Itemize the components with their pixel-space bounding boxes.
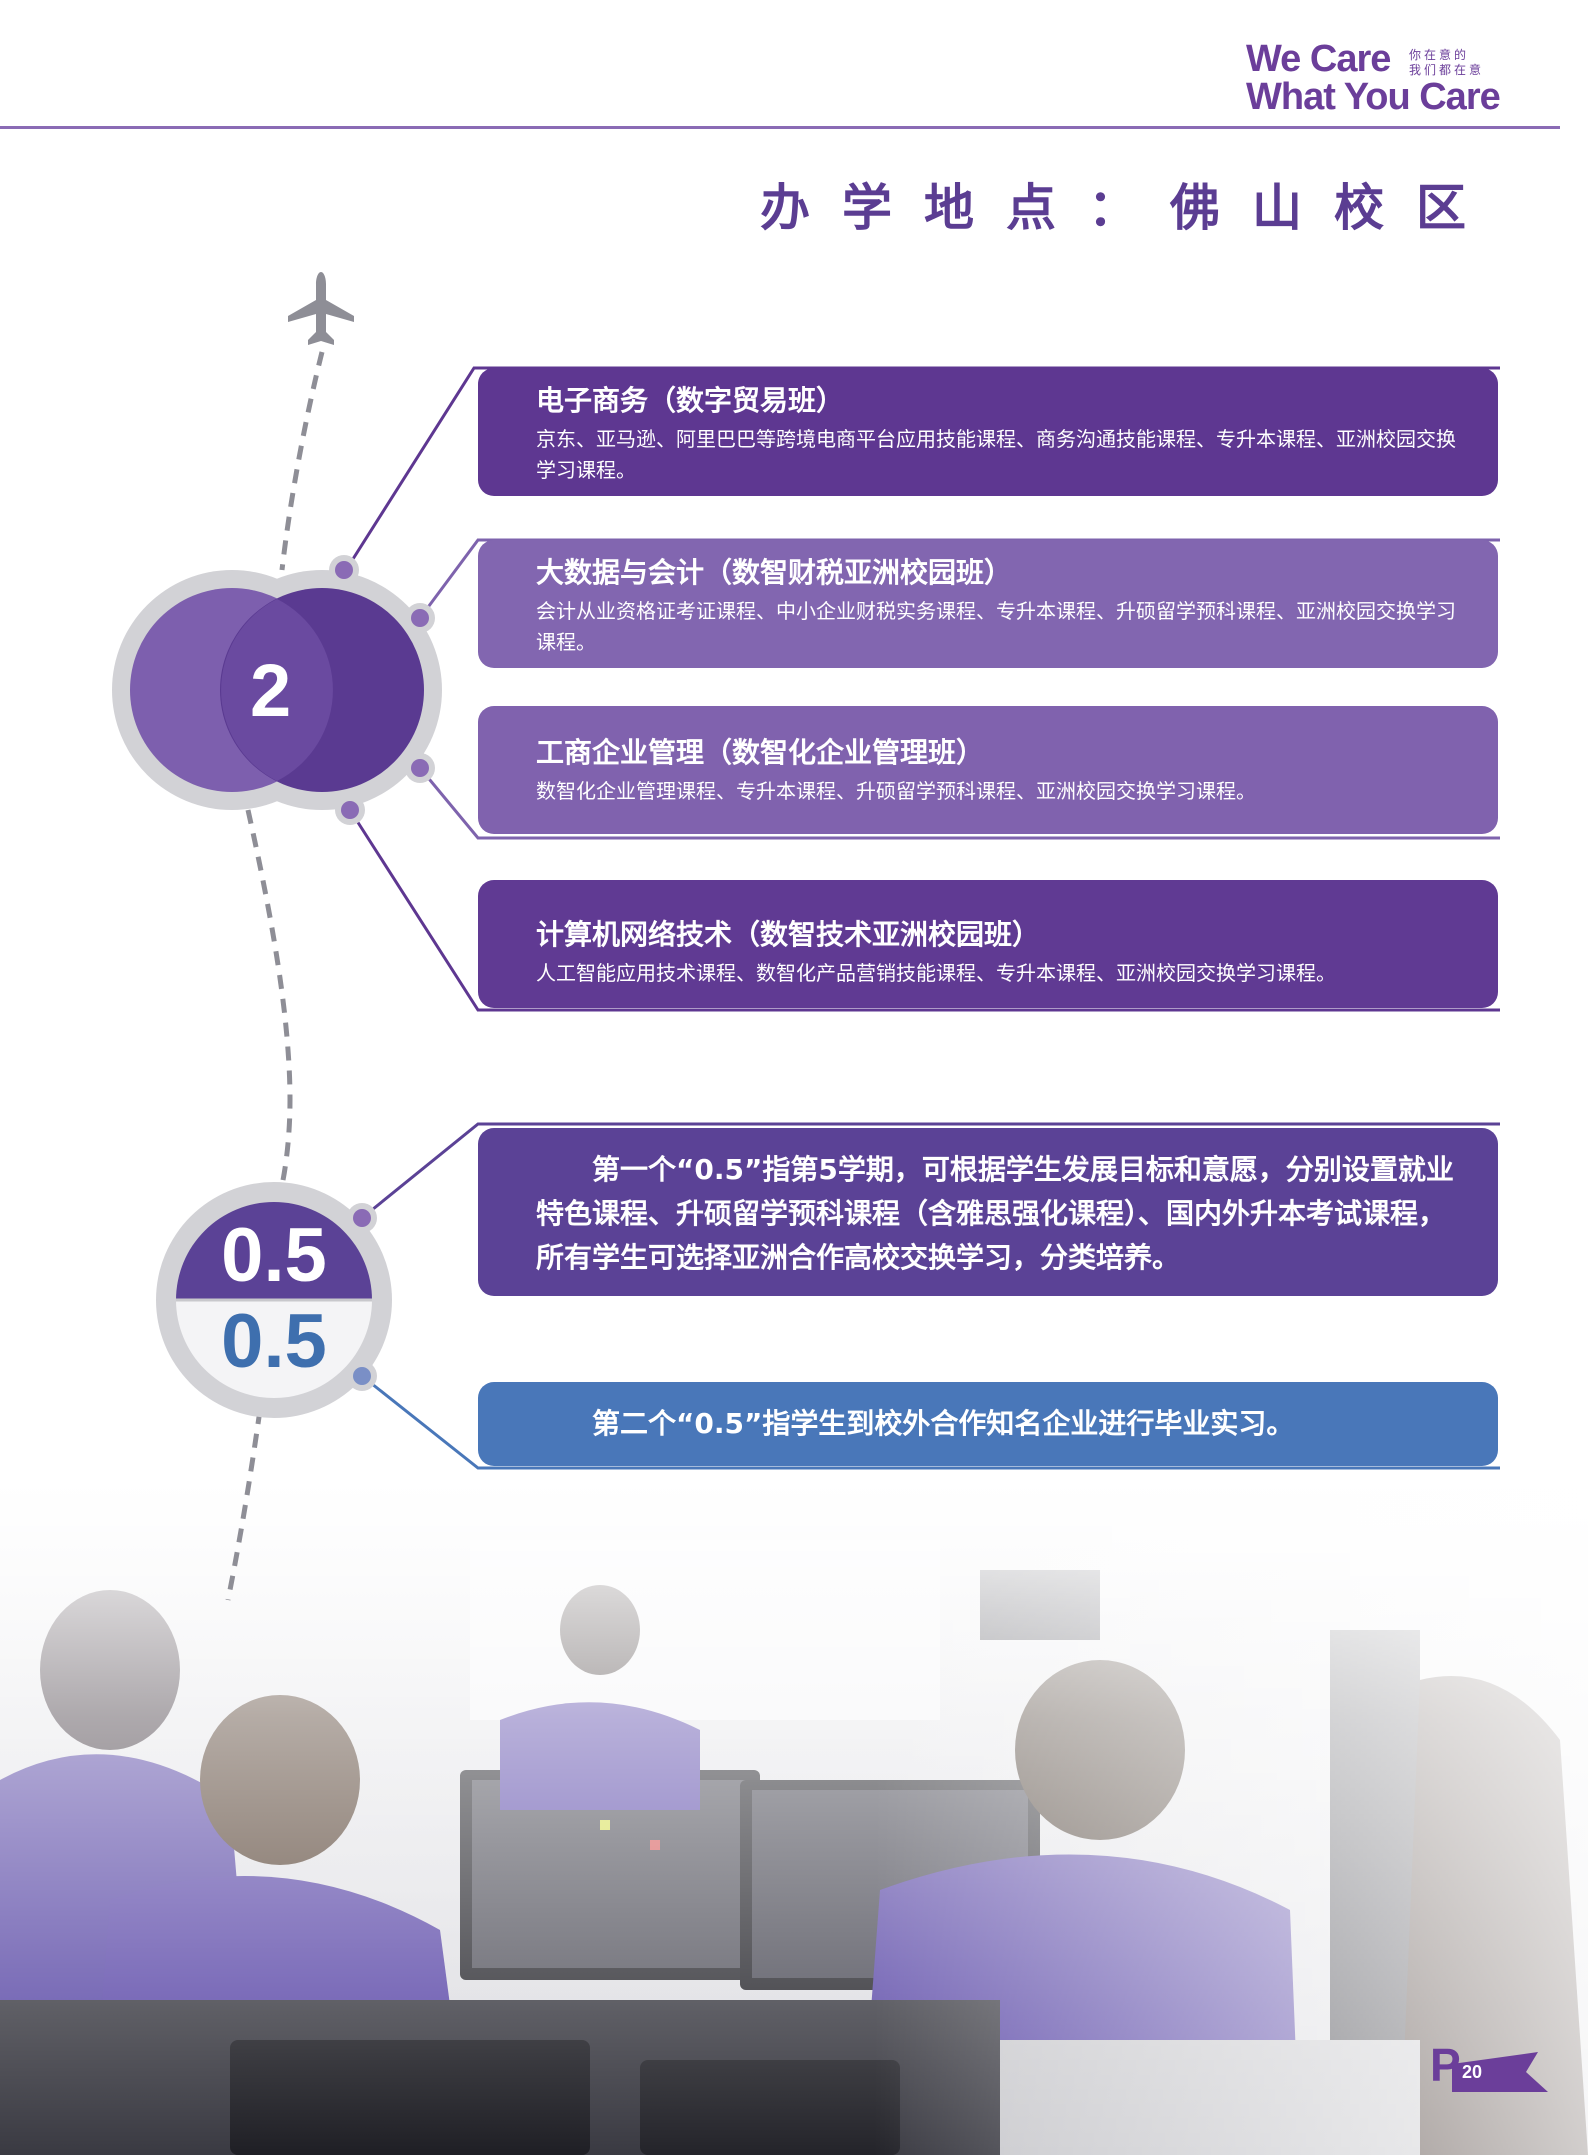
course-title: 工商企业管理（数智化企业管理班） xyxy=(536,736,985,769)
brand-logo: We Care 你在意的 我们都在意 What You Care xyxy=(1246,38,1501,118)
page-number-badge xyxy=(1452,2052,1548,2092)
page-number-value: 20 xyxy=(1462,2062,1483,2082)
course-card-accounting: 大数据与会计（数智财税亚洲校园班） 会计从业资格证考证课程、中小企业财税实务课程… xyxy=(478,540,1498,668)
semester-05-first-card: 第一个“0.5”指第5学期，可根据学生发展目标和意愿，分别设置就业特色课程、升硕… xyxy=(478,1128,1498,1296)
timeline-dotted-path-top xyxy=(279,351,325,571)
section-number-05-top: 0.5 xyxy=(221,1213,327,1298)
course-title: 大数据与会计（数智财税亚洲校园班） xyxy=(536,556,1013,589)
node-dot-2 xyxy=(405,603,435,633)
course-card-ecommerce: 电子商务（数字贸易班） 京东、亚马逊、阿里巴巴等跨境电商平台应用技能课程、商务沟… xyxy=(478,368,1498,496)
section-number-05-bottom: 0.5 xyxy=(221,1299,327,1384)
course-title: 计算机网络技术（数智技术亚洲校园班） xyxy=(536,918,1041,951)
timeline-dotted-path-middle xyxy=(245,809,293,1201)
course-description: 会计从业资格证考证课程、中小企业财税实务课程、专升本课程、升硕留学预科课程、亚洲… xyxy=(536,599,1456,654)
page-number-letter: P xyxy=(1430,2039,1461,2091)
brand-slogan-line2: 我们都在意 xyxy=(1409,63,1485,77)
node-dot-3 xyxy=(405,753,435,783)
brand-line1: We Care xyxy=(1246,38,1391,80)
course-card-computer-network: 计算机网络技术（数智技术亚洲校园班） 人工智能应用技术课程、数智化产品营销技能课… xyxy=(478,880,1498,1008)
course-description: 数智化企业管理课程、专升本课程、升硕留学预科课程、亚洲校园交换学习课程。 xyxy=(536,779,1256,803)
course-description: 京东、亚马逊、阿里巴巴等跨境电商平台应用技能课程、商务沟通技能课程、专升本课程、… xyxy=(536,427,1456,482)
node-dot-4 xyxy=(335,795,365,825)
node-dot-1 xyxy=(329,555,359,585)
airplane-icon xyxy=(288,272,354,345)
classroom-photo-illustration xyxy=(0,1480,1588,2155)
header-divider xyxy=(0,126,1560,129)
section-number-2: 2 xyxy=(250,649,292,732)
brand-line2: What You Care xyxy=(1246,76,1501,118)
brand-slogan-line1: 你在意的 xyxy=(1409,48,1470,62)
semester-05-second-card: 第二个“0.5”指学生到校外合作知名企业进行毕业实习。 xyxy=(478,1382,1498,1466)
course-description: 人工智能应用技术课程、数智化产品营销技能课程、专升本课程、亚洲校园交换学习课程。 xyxy=(536,961,1336,985)
classroom-photo xyxy=(0,1480,1588,2155)
page-number: P 20 xyxy=(1418,2038,1548,2094)
page-title: 办学地点：佛山校区 xyxy=(760,179,1498,237)
course-card-business-management: 工商企业管理（数智化企业管理班） 数智化企业管理课程、专升本课程、升硕留学预科课… xyxy=(478,706,1498,834)
course-title: 电子商务（数字贸易班） xyxy=(536,384,845,417)
